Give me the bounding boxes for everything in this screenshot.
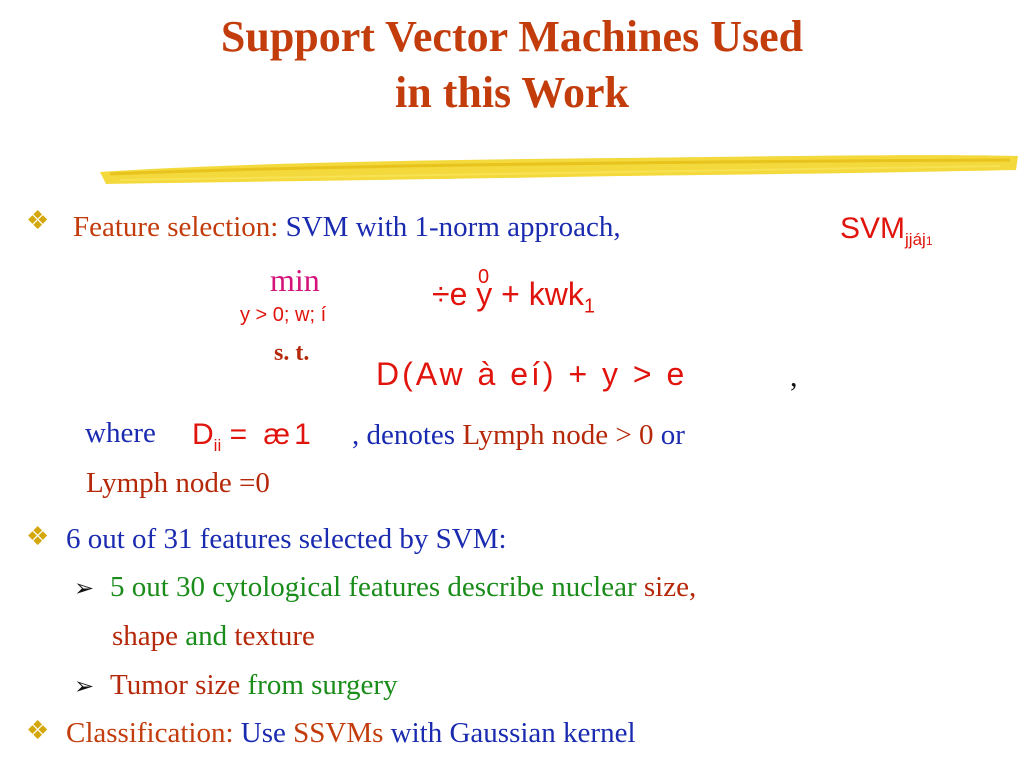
arrow-icon: ➢ — [74, 674, 95, 700]
formula-objective: ÷e y + kwk1 — [432, 276, 595, 318]
bullet-icon: ❖ — [26, 716, 50, 745]
bullet-icon: ❖ — [26, 206, 50, 235]
feature-selection-text: SVM with 1-norm approach, — [285, 211, 621, 243]
title-underline-brush — [100, 155, 1018, 184]
classification-line: Classification: Use SSVMs with Gaussian … — [66, 717, 636, 749]
formula-min: min — [270, 262, 320, 298]
bullet-icon: ❖ — [26, 522, 50, 551]
arrow-icon: ➢ — [74, 576, 95, 602]
feature-selection-label: Feature selection: — [73, 211, 279, 243]
feature-selection-line: Feature selection: SVM with 1-norm appro… — [73, 210, 621, 244]
where-description: , denotes Lymph node > 0 or — [352, 419, 685, 451]
formula-constraint: D(Aw à eí) + y > e — [376, 356, 688, 392]
formula-objective-sup: 0 — [478, 266, 490, 288]
where-label: where — [85, 417, 156, 449]
formula-constraint-comma: , — [790, 360, 798, 393]
formula-st: s. t. — [274, 340, 310, 366]
features-selected-line: 6 out of 31 features selected by SVM: — [66, 523, 507, 555]
subbullet-cytological-line2: shape and texture — [112, 620, 315, 652]
slide-title-line2: in this Work — [395, 68, 629, 117]
subbullet-tumor-size: Tumor size from surgery — [110, 669, 398, 701]
formula-min-subscript: y > 0; w; í — [240, 304, 327, 326]
where-expression: Dii = æ1 — [192, 418, 315, 455]
slide-title-line1: Support Vector Machines Used — [220, 12, 804, 61]
subbullet-cytological: 5 out 30 cytological features describe n… — [110, 571, 697, 603]
lymph-node-zero: Lymph node =0 — [86, 467, 270, 499]
svm-symbol: SVMjjáj1 — [840, 212, 933, 249]
